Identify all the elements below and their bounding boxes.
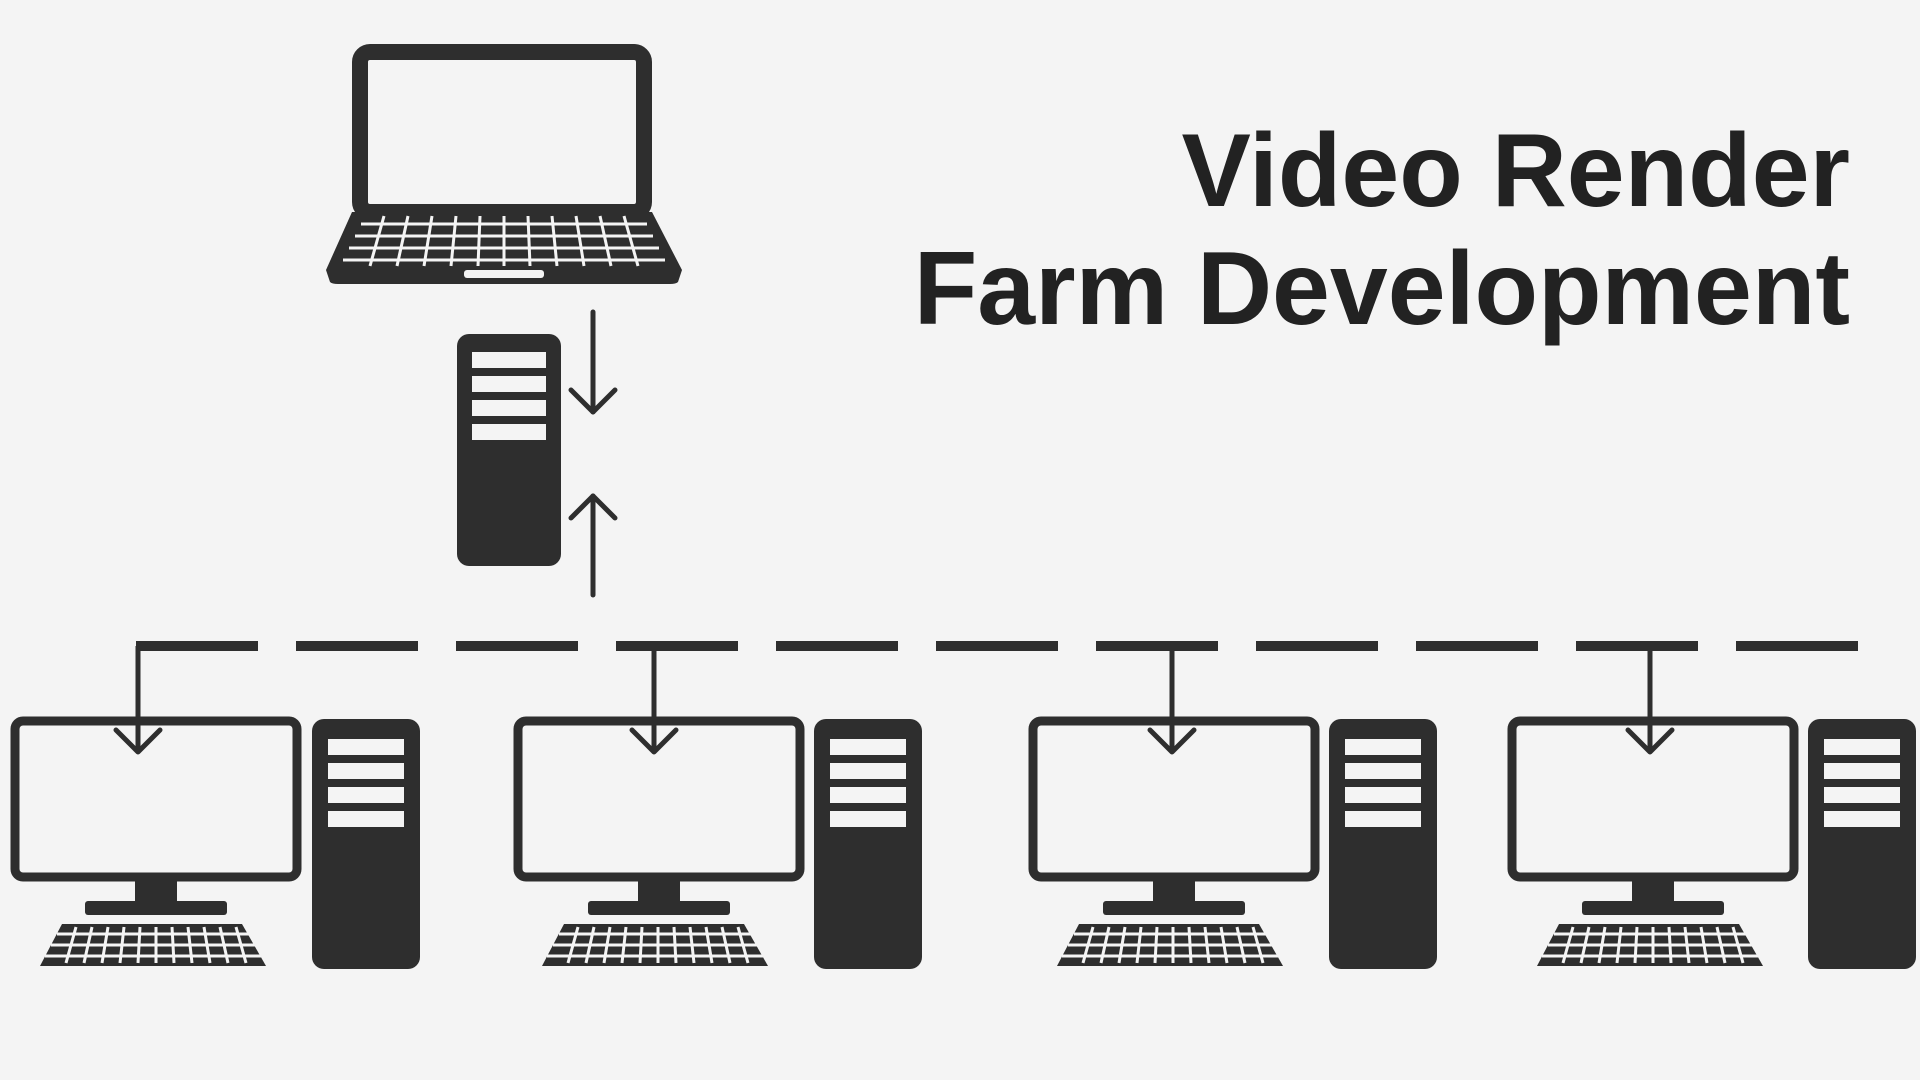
keyboard-icon <box>1055 922 1285 968</box>
keyboard-icon <box>38 922 268 968</box>
keyboard-icon <box>540 922 770 968</box>
laptop-icon <box>326 44 682 284</box>
render-node <box>518 646 922 969</box>
title: Video Render Farm Development <box>914 112 1850 348</box>
pc-tower-icon <box>312 719 420 969</box>
server-tower-icon <box>457 334 561 566</box>
pc-tower-icon <box>1329 719 1437 969</box>
up-arrow-icon <box>568 493 618 598</box>
monitor-icon <box>15 721 297 915</box>
down-arrow-icon <box>571 309 615 415</box>
render-node <box>1512 646 1916 969</box>
pc-tower-icon <box>814 719 922 969</box>
render-node <box>1033 646 1437 969</box>
render-node <box>15 646 420 969</box>
title-line-2: Farm Development <box>913 231 1850 347</box>
pc-tower-icon <box>1808 719 1916 969</box>
title-line-1: Video Render <box>1181 113 1850 229</box>
keyboard-icon <box>1535 922 1765 968</box>
